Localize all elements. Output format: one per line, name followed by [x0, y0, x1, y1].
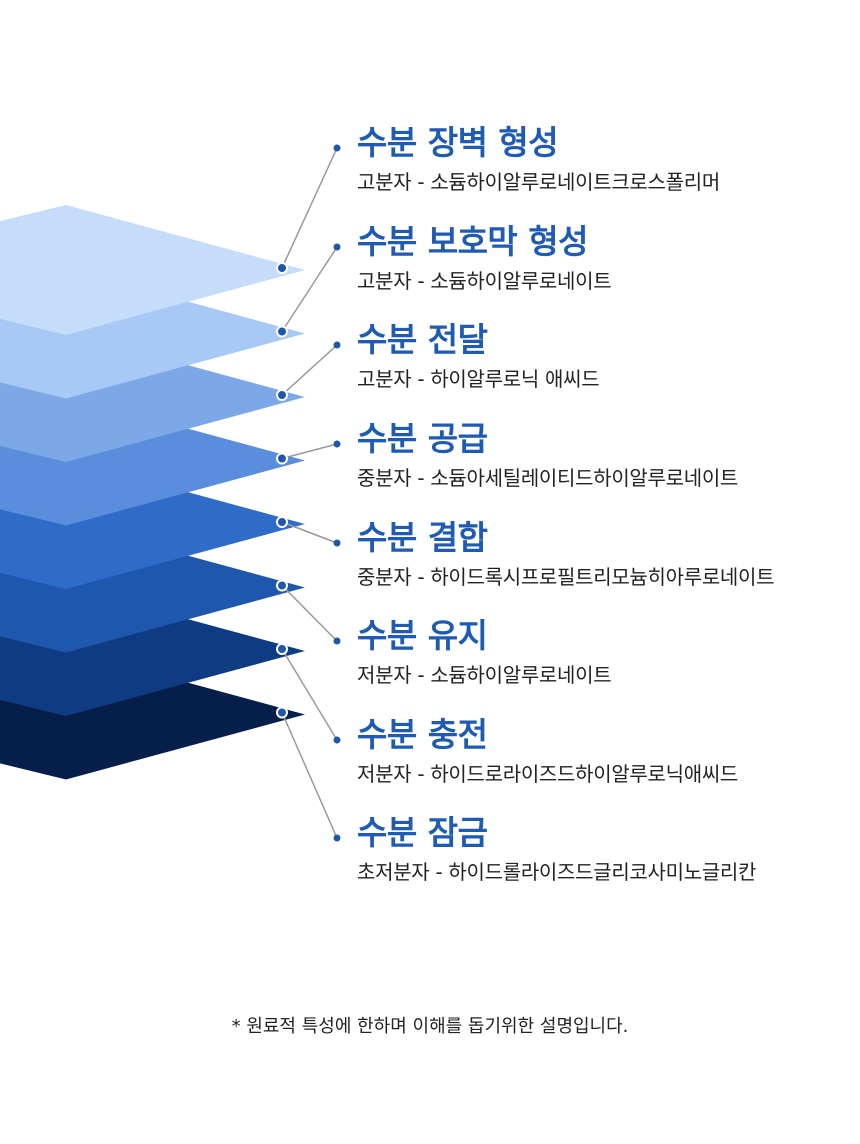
layer-title: 수분 장벽 형성 — [357, 123, 559, 162]
layer-description: 저분자 - 소듐하이알루로네이트 — [357, 663, 612, 687]
layer-description: 고분자 - 소듐하이알루로네이트크로스폴리머 — [357, 170, 720, 194]
layer-dot-3 — [276, 389, 288, 401]
layer-dot-8 — [276, 706, 288, 719]
connector-line-8 — [281, 712, 338, 839]
layer-description: 고분자 - 하이알루로닉 애씨드 — [357, 367, 600, 391]
label-dot-2 — [333, 243, 341, 251]
layer-label-1: 수분 장벽 형성 고분자 - 소듐하이알루로네이트크로스폴리머 — [357, 123, 720, 195]
layer-label-2: 수분 보호막 형성 고분자 - 소듐하이알루로네이트 — [357, 222, 612, 294]
label-dot-6 — [333, 637, 341, 645]
layer-description: 저분자 - 하이드로라이즈드하이알루로닉애씨드 — [357, 762, 739, 786]
layer-label-8: 수분 잠금 초저분자 - 하이드롤라이즈드글리코사미노글리칸 — [357, 813, 756, 885]
layer-dot-7 — [276, 643, 288, 655]
connector-line-7 — [281, 648, 338, 741]
connector-line-4 — [281, 443, 338, 460]
label-dot-1 — [333, 144, 341, 152]
layer-title: 수분 유지 — [357, 616, 488, 655]
layer-title: 수분 보호막 형성 — [357, 222, 589, 261]
label-dot-3 — [333, 341, 341, 349]
layer-dot-4 — [276, 452, 288, 465]
layer-description: 중분자 - 하이드록시프로필트리모늄히아루로네이트 — [357, 565, 775, 589]
connector-line-1 — [281, 147, 338, 269]
layer-dot-5 — [276, 516, 288, 528]
layer-label-6: 수분 유지 저분자 - 소듐하이알루로네이트 — [357, 616, 612, 688]
footnote: * 원료적 특성에 한하며 이해를 돕기위한 설명입니다. — [231, 1016, 629, 1037]
layer-1-shape — [0, 205, 305, 335]
label-dot-8 — [333, 834, 341, 842]
layer-label-5: 수분 결합 중분자 - 하이드록시프로필트리모늄히아루로네이트 — [357, 518, 775, 590]
label-dot-7 — [333, 736, 341, 744]
connector-line-6 — [281, 584, 338, 642]
layer-title: 수분 결합 — [357, 518, 488, 557]
layer-dot-6 — [276, 579, 288, 592]
connector-line-2 — [281, 246, 338, 332]
label-dot-5 — [333, 539, 341, 547]
layer-description: 고분자 - 소듐하이알루로네이트 — [357, 269, 612, 293]
layer-label-7: 수분 충전 저분자 - 하이드로라이즈드하이알루로닉애씨드 — [357, 715, 738, 787]
layer-label-3: 수분 전달 고분자 - 하이알루로닉 애씨드 — [357, 320, 600, 392]
layer-description: 중분자 - 소듐아세틸레이티드하이알루로네이트 — [357, 466, 739, 490]
layer-dot-1 — [276, 262, 288, 274]
layer-title: 수분 전달 — [357, 320, 488, 359]
layer-shapes — [0, 205, 305, 780]
connector-line-3 — [281, 344, 338, 396]
label-dot-4 — [333, 440, 341, 448]
layer-title: 수분 공급 — [357, 419, 488, 458]
layer-dot-2 — [276, 325, 288, 338]
layer-description: 초저분자 - 하이드롤라이즈드글리코사미노글리칸 — [357, 860, 757, 884]
layer-title: 수분 충전 — [357, 715, 488, 754]
connector-line-5 — [281, 521, 338, 544]
layer-label-4: 수분 공급 중분자 - 소듐아세틸레이티드하이알루로네이트 — [357, 419, 738, 491]
connector-lines — [276, 144, 341, 842]
layer-title: 수분 잠금 — [357, 813, 488, 852]
